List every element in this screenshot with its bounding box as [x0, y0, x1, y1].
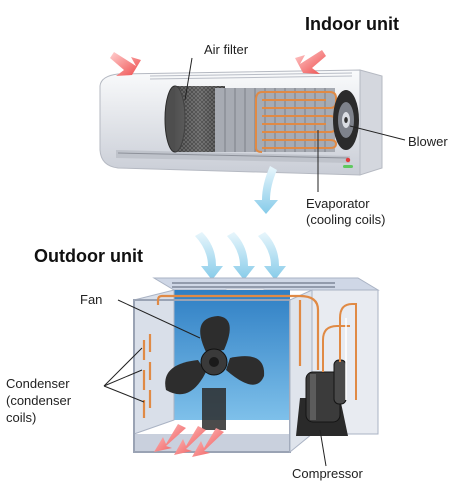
indoor-unit	[99, 50, 383, 214]
air-filter-label: Air filter	[204, 42, 249, 57]
evaporator-sublabel: (cooling coils)	[306, 212, 386, 227]
condenser-sublabel-2: coils)	[6, 410, 37, 425]
box-back-wall	[174, 290, 290, 420]
indoor-leader-lines	[184, 57, 406, 192]
status-light-red	[345, 157, 351, 163]
evaporator-label: Evaporator	[306, 196, 370, 211]
compressor	[296, 303, 357, 436]
warm-air-arrow-left	[110, 52, 141, 76]
status-light-green	[343, 165, 353, 168]
evaporator-coils	[255, 91, 338, 153]
box-left-side	[133, 289, 175, 435]
indoor-unit-heading: Indoor unit	[305, 14, 399, 34]
compressor-label: Compressor	[292, 466, 363, 481]
hot-air-exhaust-arrows	[154, 424, 224, 457]
box-top-vents	[172, 282, 335, 288]
blower-label: Blower	[408, 134, 448, 149]
warm-air-arrow-right	[295, 50, 326, 74]
condenser-label: Condenser	[6, 376, 70, 391]
outdoor-leader-lines	[103, 299, 327, 467]
box-top	[152, 277, 380, 291]
outdoor-unit	[133, 232, 380, 457]
condenser-coils	[142, 294, 320, 418]
fan	[165, 316, 265, 430]
blower-drum	[215, 88, 335, 152]
outdoor-unit-heading: Outdoor unit	[34, 246, 143, 266]
condenser-sublabel-1: (condenser	[6, 393, 72, 408]
fan-label: Fan	[80, 292, 103, 307]
blower-fan	[333, 90, 359, 150]
outdoor-intake-arrows	[195, 232, 286, 280]
cool-air-arrow	[254, 166, 278, 214]
